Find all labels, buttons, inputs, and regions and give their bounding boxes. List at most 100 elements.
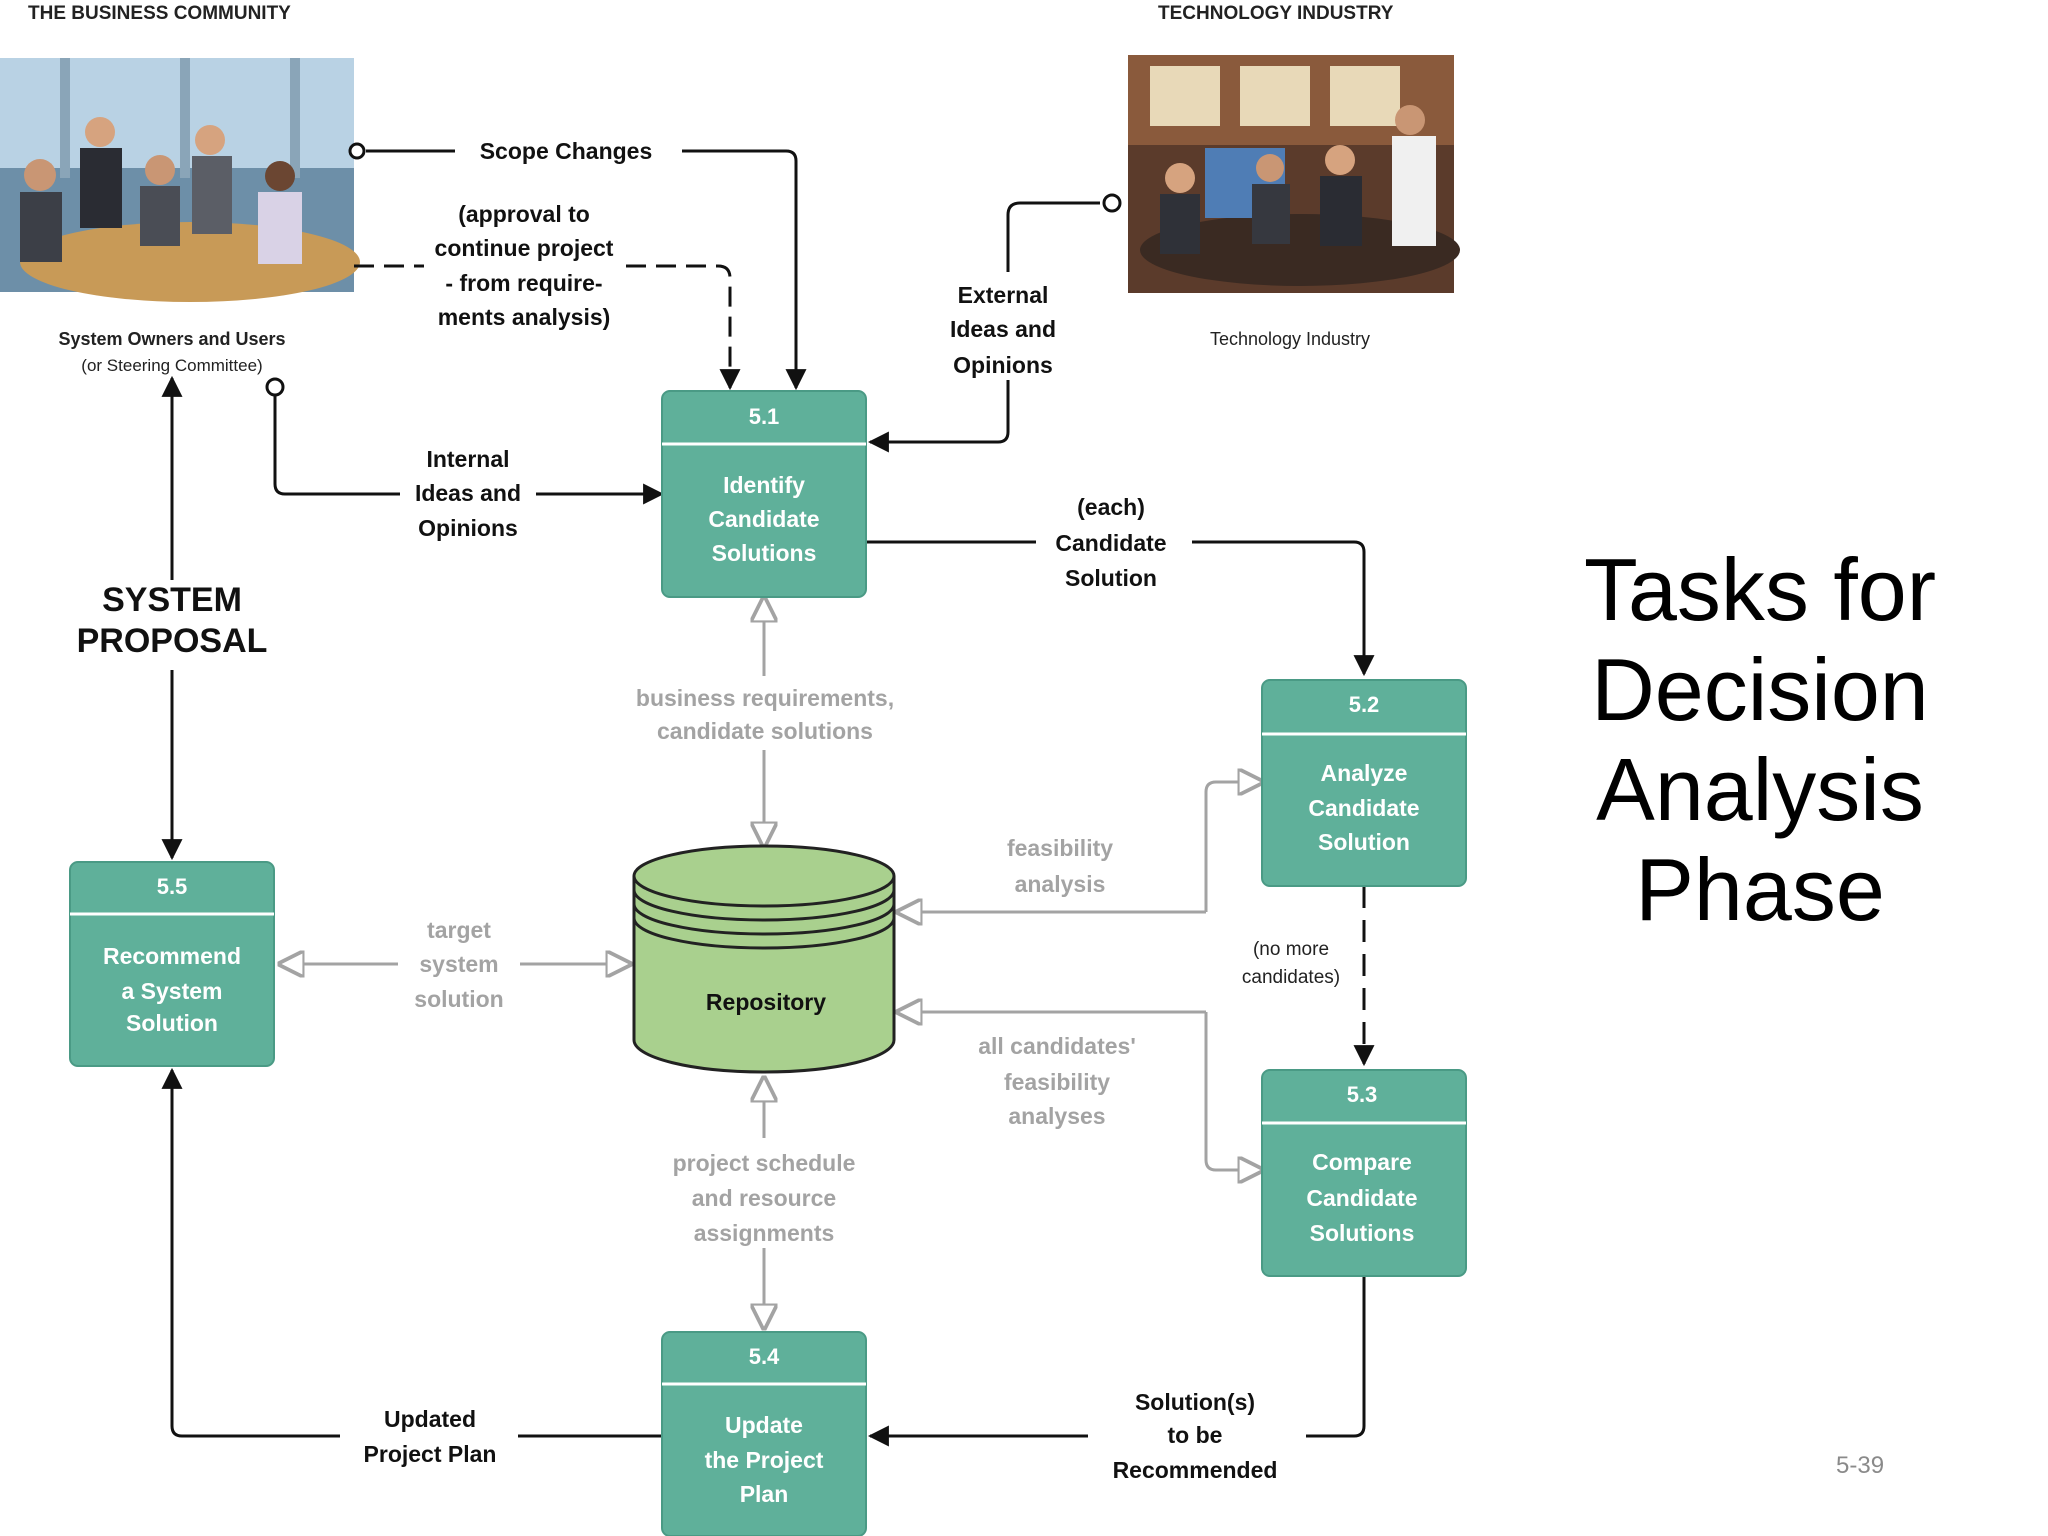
technology-meeting-photo bbox=[1128, 55, 1460, 293]
external-origin bbox=[1102, 193, 1122, 213]
gray-flows bbox=[280, 598, 1262, 1328]
scope-changes-line-b bbox=[682, 149, 807, 391]
external-line-2: Ideas and bbox=[950, 316, 1056, 342]
approval-line-2: continue project bbox=[435, 235, 614, 261]
updated-plan-label: Updated Project Plan bbox=[364, 1406, 497, 1467]
target-line-2: system bbox=[419, 951, 498, 977]
external-line-b bbox=[867, 380, 1010, 453]
process-5-4-line-2: the Project bbox=[705, 1447, 824, 1473]
internal-line-3: Opinions bbox=[418, 515, 518, 541]
each-candidate-line-1: (each) bbox=[1077, 494, 1145, 520]
approval-line-b bbox=[626, 264, 741, 391]
slide-title-line-4: Phase bbox=[1635, 840, 1885, 939]
each-candidate-label: (each) Candidate Solution bbox=[1055, 494, 1166, 591]
feasibility-analysis-label: feasibility analysis bbox=[1007, 835, 1113, 897]
steering-committee-caption: (or Steering Committee) bbox=[81, 356, 262, 375]
approval-line-3: - from require- bbox=[445, 270, 602, 296]
target-line-3: solution bbox=[414, 986, 503, 1012]
slide-title-line-3: Analysis bbox=[1596, 740, 1924, 839]
process-5-3-line-3: Solutions bbox=[1310, 1220, 1415, 1246]
process-5-2-line-1: Analyze bbox=[1321, 760, 1408, 786]
project-schedule-line-3: assignments bbox=[694, 1220, 835, 1246]
system-proposal-line-1: SYSTEM bbox=[102, 581, 242, 619]
approval-label: (approval to continue project - from req… bbox=[435, 201, 614, 330]
feasibility-line-1: feasibility bbox=[1007, 835, 1113, 861]
external-line-3: Opinions bbox=[953, 352, 1053, 378]
updated-plan-line-2: Project Plan bbox=[364, 1441, 497, 1467]
approval-line-4: ments analysis) bbox=[438, 304, 611, 330]
repository-datastore: Repository bbox=[632, 844, 896, 1074]
all-candidates-line-1: all candidates' bbox=[978, 1033, 1136, 1059]
process-5-4: 5.4 Update the Project Plan bbox=[661, 1331, 867, 1536]
business-community-header: THE BUSINESS COMMUNITY bbox=[28, 3, 291, 24]
each-candidate-line-3: Solution bbox=[1065, 565, 1157, 591]
system-proposal-line-2: PROPOSAL bbox=[77, 622, 268, 660]
process-5-4-id: 5.4 bbox=[749, 1344, 780, 1369]
solutions-line-2: to be bbox=[1168, 1422, 1223, 1448]
business-meeting-photo bbox=[0, 58, 360, 302]
slide-title-line-1: Tasks for bbox=[1583, 540, 1937, 639]
process-5-1-line-2: Candidate bbox=[708, 506, 819, 532]
external-line-1: External bbox=[958, 282, 1049, 308]
all-candidates-line-2: feasibility bbox=[1004, 1069, 1110, 1095]
internal-line-1: Internal bbox=[426, 446, 509, 472]
internal-label: Internal Ideas and Opinions bbox=[415, 446, 521, 541]
solutions-line-1: Solution(s) bbox=[1135, 1389, 1255, 1415]
internal-line-2: Ideas and bbox=[415, 480, 521, 506]
solutions-line-a bbox=[1306, 1274, 1366, 1438]
solutions-line-3: Recommended bbox=[1113, 1457, 1278, 1483]
process-5-3-id: 5.3 bbox=[1347, 1082, 1378, 1107]
business-req-line-1: business requirements, bbox=[636, 685, 894, 711]
target-system-label: target system solution bbox=[414, 917, 503, 1012]
process-5-3-line-1: Compare bbox=[1312, 1149, 1412, 1175]
process-5-4-line-1: Update bbox=[725, 1412, 803, 1438]
external-line-a bbox=[1006, 201, 1100, 272]
updated-plan-line-b bbox=[161, 1067, 340, 1438]
technology-industry-header: TECHNOLOGY INDUSTRY bbox=[1158, 3, 1394, 24]
process-5-5: 5.5 Recommend a System Solution bbox=[69, 861, 275, 1067]
internal-origin bbox=[265, 377, 285, 397]
process-5-4-line-3: Plan bbox=[740, 1481, 789, 1507]
external-label: External Ideas and Opinions bbox=[950, 282, 1056, 378]
slide-title: Tasks for Decision Analysis Phase bbox=[1510, 540, 2010, 940]
no-more-line-2: candidates) bbox=[1242, 967, 1340, 988]
page-number: 5-39 bbox=[1836, 1452, 1885, 1479]
process-5-2: 5.2 Analyze Candidate Solution bbox=[1261, 679, 1467, 887]
no-more-label: (no more candidates) bbox=[1242, 939, 1340, 988]
black-flows bbox=[161, 149, 1375, 1447]
process-5-3-line-2: Candidate bbox=[1306, 1185, 1417, 1211]
project-schedule-line-1: project schedule bbox=[673, 1150, 856, 1176]
process-5-1: 5.1 Identify Candidate Solutions bbox=[661, 390, 867, 598]
internal-line-a bbox=[273, 396, 400, 496]
all-candidates-line-to-53 bbox=[1204, 1012, 1262, 1170]
each-candidate-line-2: Candidate bbox=[1055, 530, 1166, 556]
all-candidates-label: all candidates' feasibility analyses bbox=[978, 1033, 1136, 1129]
system-owners-caption: System Owners and Users bbox=[58, 329, 285, 349]
process-5-2-line-3: Solution bbox=[1318, 829, 1410, 855]
process-5-5-line-1: Recommend bbox=[103, 943, 241, 969]
process-5-5-id: 5.5 bbox=[157, 874, 188, 899]
repository-label: Repository bbox=[706, 989, 826, 1015]
feasibility-line-2: analysis bbox=[1015, 871, 1106, 897]
updated-plan-line-1: Updated bbox=[384, 1406, 476, 1432]
process-5-2-id: 5.2 bbox=[1349, 692, 1380, 717]
process-5-3: 5.3 Compare Candidate Solutions bbox=[1261, 1069, 1467, 1277]
scope-changes-origin bbox=[348, 142, 366, 160]
process-5-1-id: 5.1 bbox=[749, 404, 780, 429]
feasibility-line-to-52 bbox=[1204, 782, 1262, 912]
process-5-5-line-2: a System bbox=[121, 978, 222, 1004]
target-line-1: target bbox=[427, 917, 491, 943]
business-req-line-2: candidate solutions bbox=[657, 718, 873, 744]
process-5-5-line-3: Solution bbox=[126, 1010, 218, 1036]
system-proposal-label: SYSTEM PROPOSAL bbox=[77, 581, 268, 660]
no-more-line-1: (no more bbox=[1253, 939, 1329, 960]
process-5-1-line-3: Solutions bbox=[712, 540, 817, 566]
each-candidate-line-b bbox=[1192, 540, 1375, 677]
business-requirements-label: business requirements, candidate solutio… bbox=[636, 685, 894, 744]
project-schedule-line-2: and resource bbox=[692, 1185, 836, 1211]
project-schedule-label: project schedule and resource assignment… bbox=[673, 1150, 856, 1246]
all-candidates-line-3: analyses bbox=[1008, 1103, 1105, 1129]
slide-title-line-2: Decision bbox=[1591, 640, 1929, 739]
process-5-1-line-1: Identify bbox=[723, 472, 805, 498]
